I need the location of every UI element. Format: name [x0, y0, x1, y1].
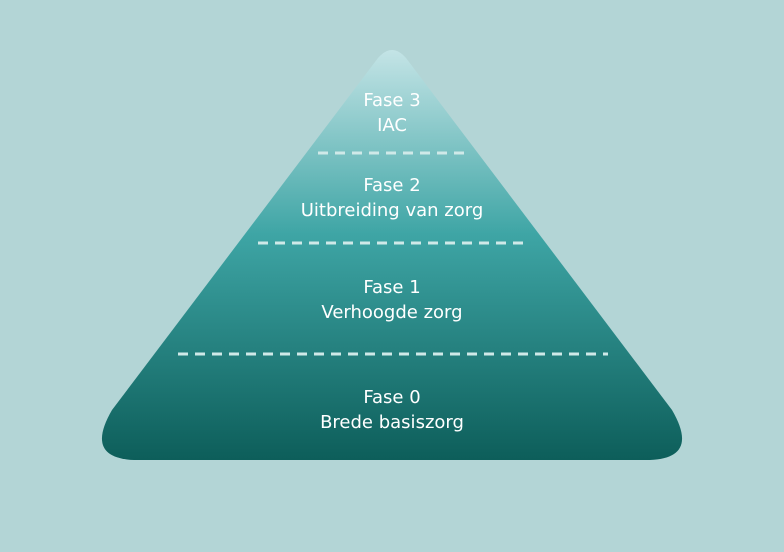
level-phase-label: Fase 3	[363, 90, 421, 111]
level-phase-label: Fase 0	[363, 387, 421, 408]
level-fase-0: Fase 0 Brede basiszorg	[0, 385, 784, 435]
level-fase-1: Fase 1 Verhoogde zorg	[0, 275, 784, 325]
pyramid-shape	[101, 50, 683, 460]
level-description: IAC	[377, 115, 407, 136]
level-description: Verhoogde zorg	[321, 302, 463, 323]
level-description: Brede basiszorg	[320, 412, 464, 433]
level-phase-label: Fase 1	[363, 277, 421, 298]
level-description: Uitbreiding van zorg	[300, 200, 484, 221]
level-phase-label: Fase 2	[363, 175, 421, 196]
level-fase-3: Fase 3 IAC	[0, 88, 784, 138]
level-fase-2: Fase 2 Uitbreiding van zorg	[0, 173, 784, 223]
